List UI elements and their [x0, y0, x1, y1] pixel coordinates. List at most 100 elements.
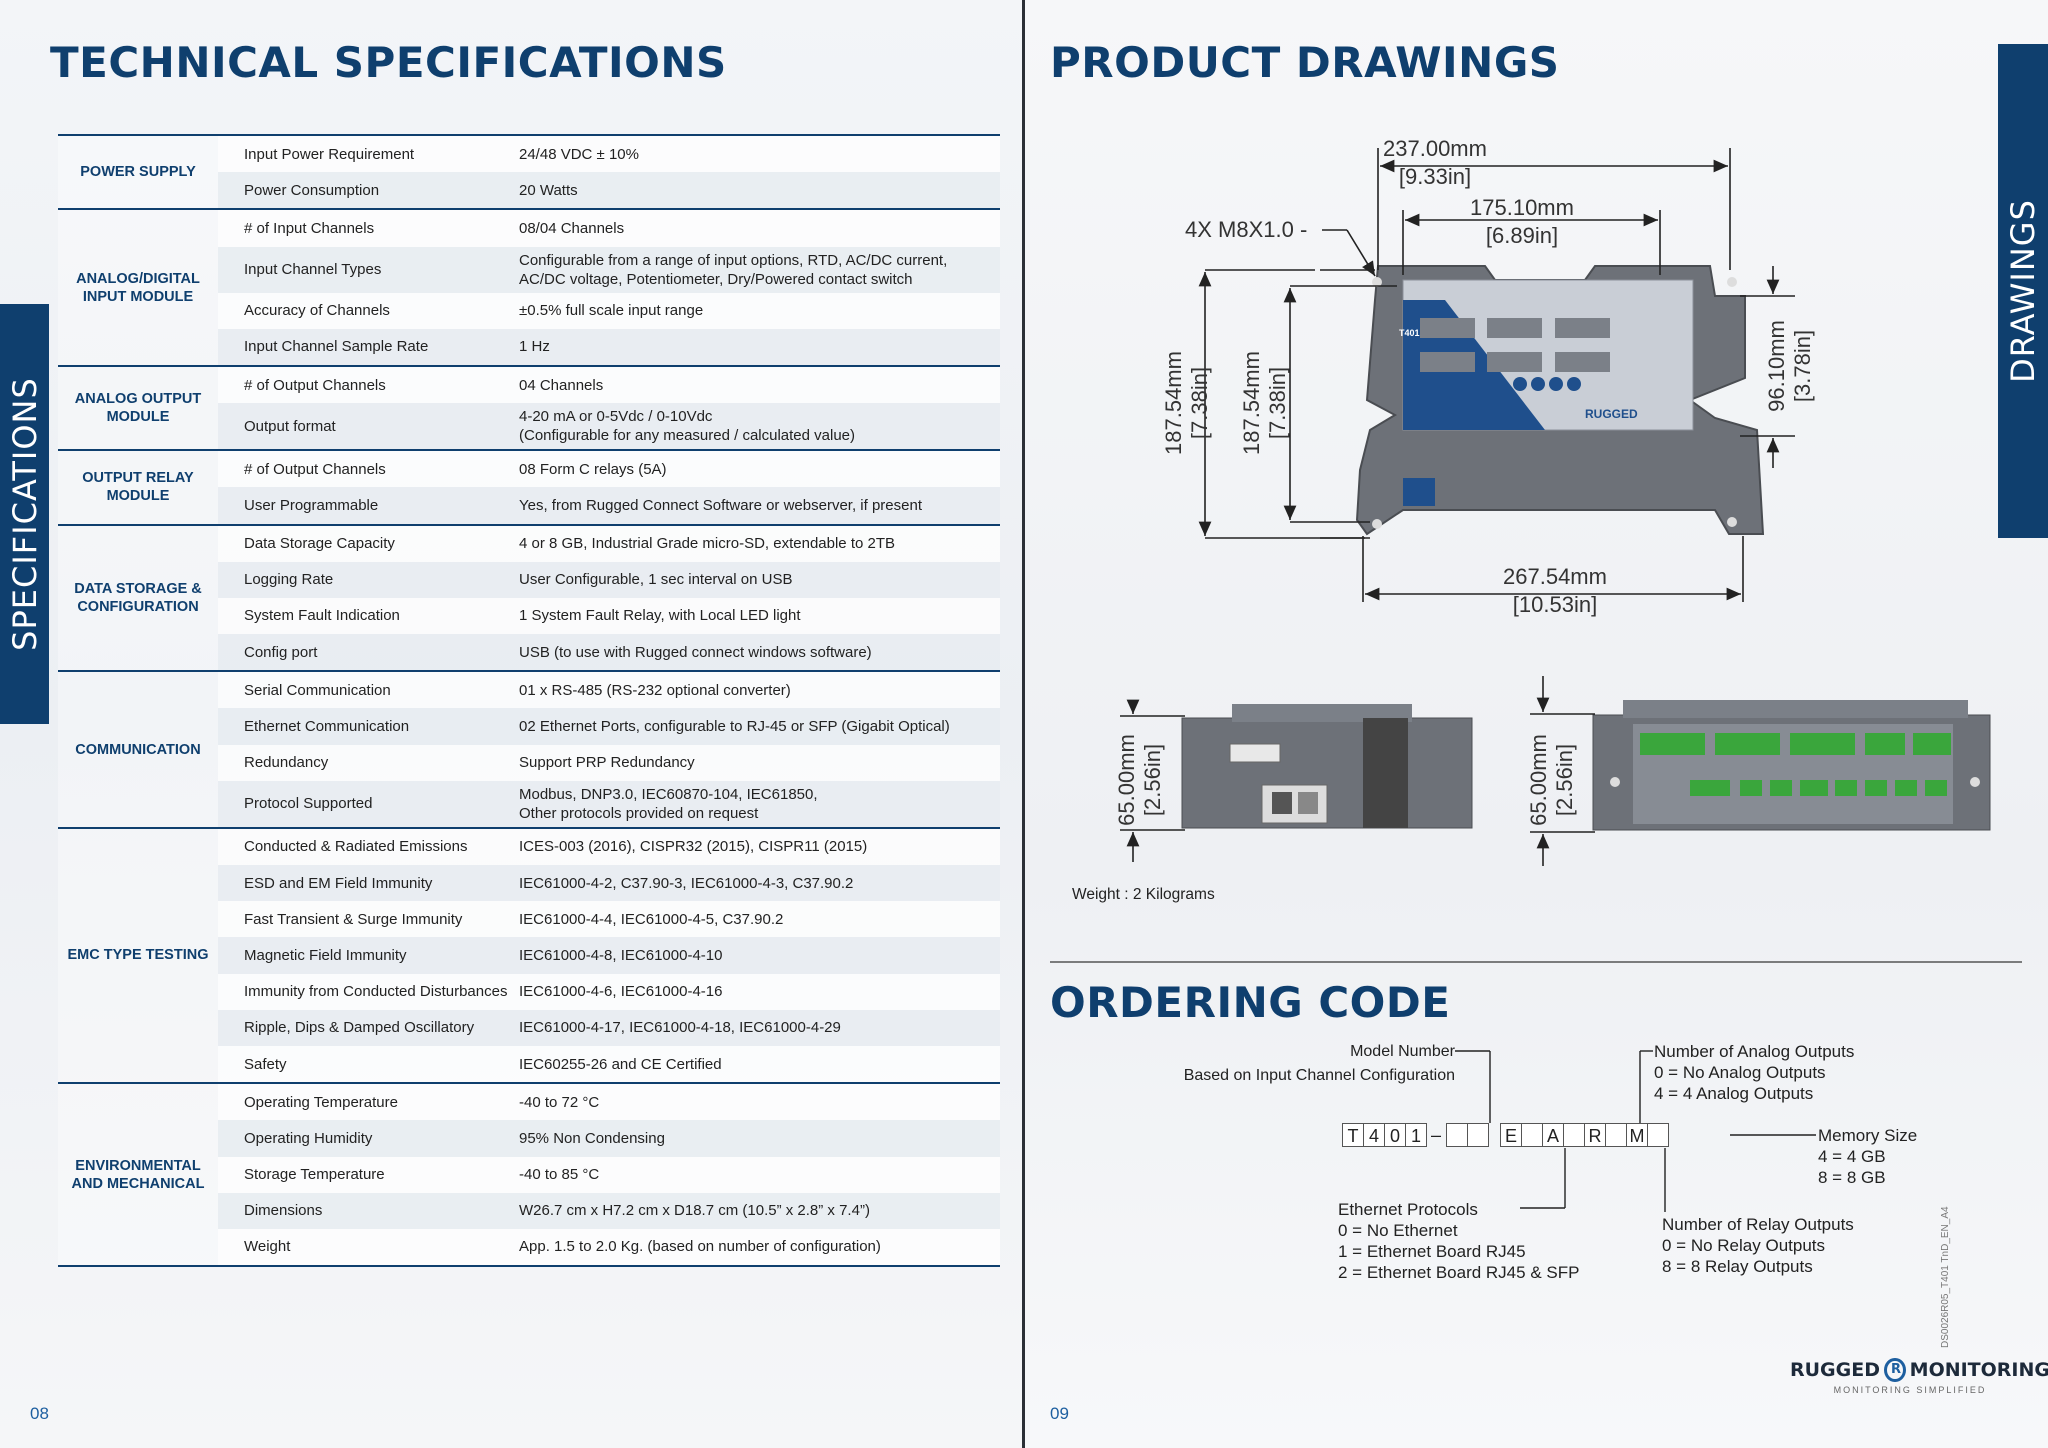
code-cell: A: [1542, 1123, 1564, 1147]
spec-key: Magnetic Field Immunity: [244, 946, 407, 964]
ethernet-protocols-0: 0 = No Ethernet: [1338, 1221, 1458, 1240]
logo-word-rugged: RUGGED: [1790, 1359, 1880, 1381]
ethernet-protocols-title: Ethernet Protocols: [1338, 1200, 1478, 1219]
device-brand-label: RUGGED: [1585, 407, 1638, 421]
page-spine: [1022, 0, 1025, 1448]
spec-key: Operating Humidity: [244, 1129, 373, 1147]
spec-value: IEC60255-26 and CE Certified: [519, 1055, 722, 1073]
spec-row: Storage Temperature -40 to 85 °C: [218, 1156, 1000, 1193]
relay-outputs-block: Number of Relay Outputs 0 = No Relay Out…: [1662, 1214, 1854, 1277]
page-title: TECHNICAL SPECIFICATIONS: [50, 38, 727, 87]
spec-value: -40 to 85 °C: [519, 1166, 600, 1184]
spec-key: Output format: [244, 417, 336, 435]
product-drawing-svg: [1050, 148, 2022, 1212]
spec-key: Storage Temperature: [244, 1166, 385, 1184]
spec-value: USB (to use with Rugged connect windows …: [519, 643, 872, 661]
spec-key: Dimensions: [244, 1202, 323, 1220]
spec-key: ESD and EM Field Immunity: [244, 874, 433, 892]
code-separator: –: [1430, 1125, 1441, 1145]
code-cell: 4: [1363, 1123, 1385, 1147]
code-cell: M: [1626, 1123, 1648, 1147]
spec-key: Logging Rate: [244, 571, 334, 589]
spec-value: 1 System Fault Relay, with Local LED lig…: [519, 607, 801, 625]
dim-height-right: 96.10mm [3.78in]: [1764, 306, 1816, 426]
code-cell: E: [1500, 1123, 1522, 1147]
spec-value: W26.7 cm x H7.2 cm x D18.7 cm (10.5” x 2…: [519, 1202, 870, 1220]
spec-key: Accuracy of Channels: [244, 302, 390, 320]
left-page: TECHNICAL SPECIFICATIONS SPECIFICATIONS …: [0, 0, 1022, 1448]
relay-outputs-8: 8 = 8 Relay Outputs: [1662, 1257, 1813, 1276]
spec-group-name: DATA STORAGE & CONFIGURATION: [58, 525, 218, 671]
spec-value: IEC61000-4-2, C37.90-3, IEC61000-4-3, C3…: [519, 874, 854, 892]
ethernet-protocols-2: 2 = Ethernet Board RJ45 & SFP: [1338, 1263, 1580, 1282]
document-code: DS0026R05_T401 TnD_EN_A4: [1940, 1206, 1951, 1348]
spec-key: Immunity from Conducted Disturbances: [244, 983, 508, 1001]
code-cell: [1605, 1123, 1627, 1147]
spec-value: IEC61000-4-8, IEC61000-4-10: [519, 946, 723, 964]
company-logo: RUGGED R MONITORING MONITORING SIMPLIFIE…: [1790, 1358, 2048, 1395]
spec-value: IEC61000-4-17, IEC61000-4-18, IEC61000-4…: [519, 1019, 841, 1037]
spec-value: Modbus, DNP3.0, IEC60870-104, IEC61850, …: [519, 785, 818, 822]
spec-group-name: ANALOG/DIGITAL INPUT MODULE: [58, 210, 218, 365]
device-side-view-left: [1181, 704, 1473, 829]
spec-group-name: EMC TYPE TESTING: [58, 828, 218, 1083]
analog-outputs-title: Number of Analog Outputs: [1654, 1042, 1855, 1061]
model-number-label: Model Number: [1350, 1043, 1455, 1060]
spec-row: Dimensions W26.7 cm x H7.2 cm x D18.7 cm …: [218, 1192, 1000, 1229]
weight-note: Weight : 2 Kilograms: [1072, 886, 1215, 903]
spec-value: ICES-003 (2016), CISPR32 (2015), CISPR11…: [519, 838, 868, 856]
dim-side-height-left-in: [2.56in]: [1140, 743, 1165, 817]
spec-key: # of Input Channels: [244, 219, 375, 237]
dim-width-outer-in: [9.33in]: [1398, 164, 1472, 189]
dim-height-right-in: [3.78in]: [1790, 329, 1815, 403]
dim-height-inner: 187.54mm [7.38in]: [1239, 343, 1291, 463]
dim-height-outer: 187.54mm [7.38in]: [1161, 343, 1213, 463]
side-tab-label: SPECIFICATIONS: [5, 377, 44, 651]
dim-width-outer-mm: 237.00mm: [1383, 136, 1487, 161]
spec-key: Config port: [244, 643, 318, 661]
spec-value: 4 or 8 GB, Industrial Grade micro-SD, ex…: [519, 535, 896, 553]
spec-group-name: ANALOG OUTPUT MODULE: [58, 366, 218, 450]
specifications-side-tab: SPECIFICATIONS: [0, 304, 49, 724]
spec-key: Serial Communication: [244, 681, 391, 699]
dim-side-height-right: 65.00mm [2.56in]: [1526, 720, 1578, 840]
spec-key: Input Channel Sample Rate: [244, 338, 429, 356]
spec-row: Safety IEC60255-26 and CE Certified: [218, 1045, 1000, 1083]
spec-row: System Fault Indication 1 System Fault Re…: [218, 597, 1000, 635]
spec-key: Safety: [244, 1055, 287, 1073]
code-cell: [1563, 1123, 1585, 1147]
dim-side-height-left: 65.00mm [2.56in]: [1114, 720, 1166, 840]
logo-word-monitoring: MONITORING: [1909, 1359, 2048, 1381]
ordering-code-title: ORDERING CODE: [1050, 978, 1451, 1027]
spec-key: System Fault Indication: [244, 607, 400, 625]
spec-value: 04 Channels: [519, 376, 604, 394]
dim-width-inner-mm: 175.10mm: [1470, 195, 1574, 220]
memory-size-block: Memory Size 4 = 4 GB 8 = 8 GB: [1818, 1125, 1917, 1188]
spec-group: ANALOG/DIGITAL INPUT MODULE # of Input Ch…: [58, 208, 1000, 365]
code-cell: [1467, 1123, 1489, 1147]
spec-value: 24/48 VDC ± 10%: [519, 145, 639, 163]
spec-value: 08 Form C relays (5A): [519, 460, 667, 478]
relay-outputs-0: 0 = No Relay Outputs: [1662, 1236, 1826, 1255]
spec-value: 08/04 Channels: [519, 219, 625, 237]
dim-width-base: 267.54mm [10.53in]: [1455, 563, 1655, 619]
dim-side-height-right-mm: 65.00mm: [1526, 734, 1551, 826]
